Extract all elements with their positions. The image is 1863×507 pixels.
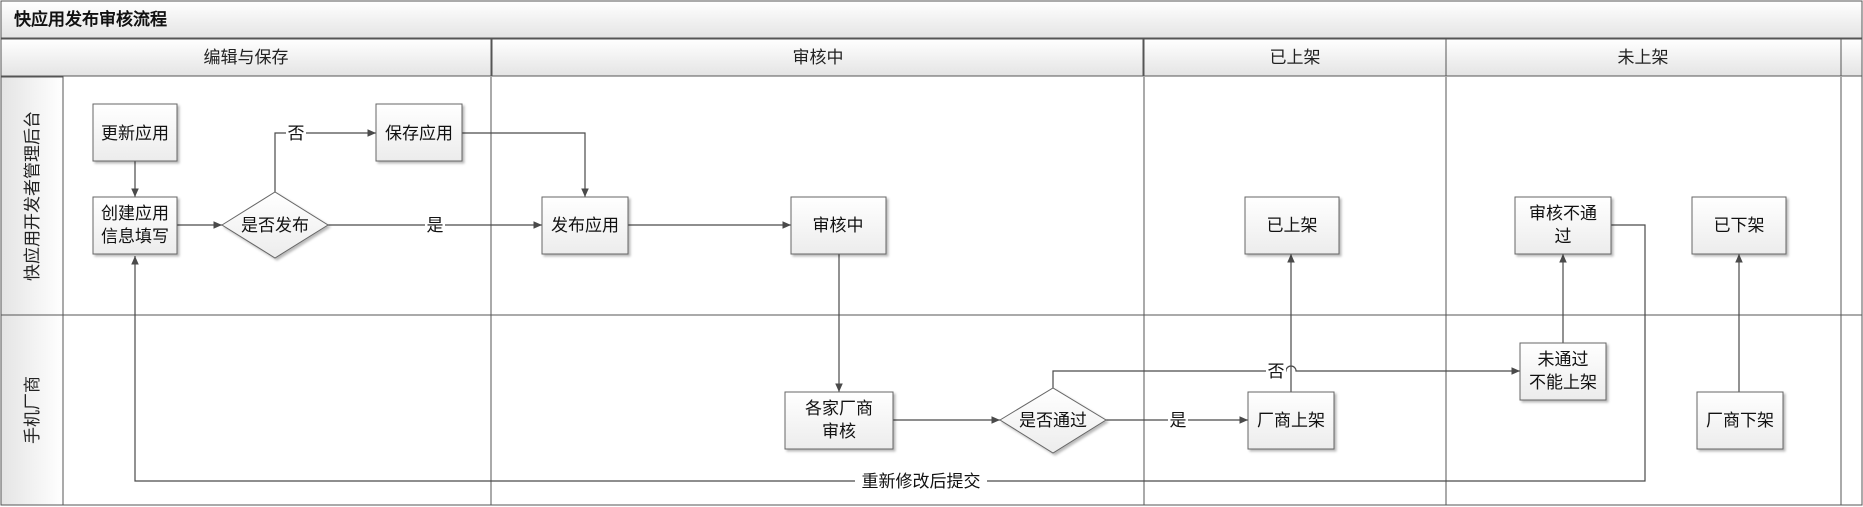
node-pass-decision: 是否通过 [999,387,1107,454]
edge-resubmit-loop [131,224,1646,482]
node-vendor-delist: 厂商下架 [1696,391,1784,450]
node-label: 已上架 [1267,216,1318,236]
node-label-line-2: 信息填写 [101,227,169,247]
column-title-listed: 已上架 [1270,48,1321,68]
node-vendor-review: 各家厂商 审核 [784,391,894,450]
edge-label-bg-no-pass [1266,360,1286,382]
edge-label-yes-publish: 是 [427,216,444,236]
column-header-not-listed [1445,38,1842,77]
column-header-edit-save [0,38,492,77]
column-header-listed [1143,38,1447,77]
node-label: 审核中 [813,216,864,236]
node-label: 已下架 [1714,216,1765,236]
edge-label-bg-no-save [286,121,306,143]
node-under-review: 审核中 [790,196,887,255]
node-label-line-2: 审核 [822,422,856,442]
column-title-not-listed: 未上架 [1618,48,1669,68]
edge-save-to-publish [462,132,589,197]
row-title-phone-vendor: 手机厂商 [23,376,43,444]
node-label: 厂商上架 [1257,411,1325,431]
node-label-line-1: 创建应用 [101,204,169,224]
edge-label-yes-pass: 是 [1170,411,1187,431]
edge-label-no-save: 否 [288,124,305,144]
row-header-phone-vendor [0,314,64,506]
node-delisted: 已下架 [1691,196,1787,255]
edge-label-bg-yes-publish [425,214,445,236]
edge-label-bg-yes-pass [1168,409,1188,431]
diagram-title: 快应用发布审核流程 [14,9,167,30]
node-label-line-2: 过 [1555,227,1572,247]
node-vendor-list: 厂商上架 [1247,391,1335,450]
edge-label-resubmit: 重新修改后提交 [862,472,981,492]
node-label: 保存应用 [385,124,453,144]
edge-label-no-pass: 否 [1268,362,1285,382]
connectors [131,129,1743,482]
node-publish-decision: 是否发布 [221,191,329,259]
column-title-edit-save: 编辑与保存 [204,48,289,68]
node-not-passed: 未通过 不能上架 [1519,342,1607,401]
column-header-in-review [491,38,1144,77]
node-label-line-1: 审核不通 [1529,204,1597,224]
row-header-developer-backend [0,76,64,316]
node-label: 厂商下架 [1706,411,1774,431]
node-label: 更新应用 [101,124,169,144]
column-header-spare [1840,38,1863,77]
title-bar [0,0,1863,39]
edge-label-bg-resubmit [855,470,987,492]
node-save-app: 保存应用 [375,103,463,162]
node-listed: 已上架 [1244,196,1340,255]
node-label: 是否发布 [241,216,309,236]
node-review-failed: 审核不通 过 [1514,196,1612,255]
node-label: 是否通过 [1019,411,1087,431]
node-label-line-1: 各家厂商 [805,399,873,419]
edge-decision-no-to-save [274,129,376,192]
edge-pass-no-to-not-passed [1052,365,1520,388]
row-title-developer-backend: 快应用开发者管理后台 [23,111,43,281]
node-label-line-2: 不能上架 [1529,373,1597,393]
node-update-app: 更新应用 [92,103,178,162]
node-create-app: 创建应用 信息填写 [92,196,178,255]
column-title-in-review: 审核中 [793,48,844,68]
node-label: 发布应用 [551,216,619,236]
node-publish-app: 发布应用 [541,196,629,255]
node-label-line-1: 未通过 [1538,350,1589,370]
